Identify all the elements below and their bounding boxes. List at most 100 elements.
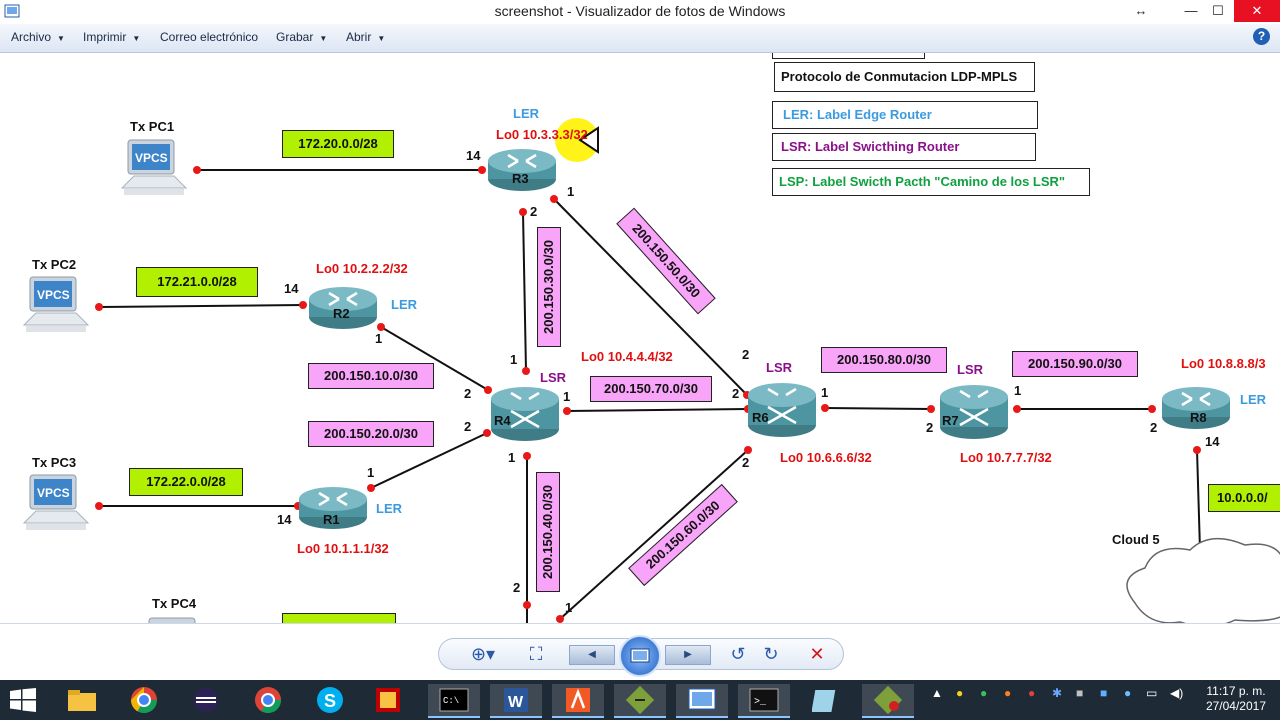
zoom-button[interactable]: ⊕▾ bbox=[470, 644, 496, 664]
router-r1-icon bbox=[299, 487, 367, 529]
r2-loopback: Lo0 10.2.2.2/32 bbox=[316, 261, 408, 276]
slideshow-icon bbox=[630, 648, 650, 663]
pc1-icon: VPCS bbox=[120, 139, 188, 195]
link-label-200-150-10: 200.150.10.0/30 bbox=[308, 363, 434, 389]
pc4-icon: VPCS bbox=[148, 617, 196, 623]
tray-app-icon[interactable]: ● bbox=[956, 686, 964, 700]
switch-r4-icon bbox=[491, 387, 559, 441]
fit-window-button[interactable]: ⛶ bbox=[529, 644, 543, 664]
tray-app-icon[interactable]: ■ bbox=[1100, 686, 1108, 700]
taskbar-acrobat-icon[interactable] bbox=[552, 684, 604, 718]
r7-loopback: Lo0 10.7.7.7/32 bbox=[960, 450, 1052, 465]
r2-role: LER bbox=[391, 297, 417, 312]
tray-app-icon[interactable]: ● bbox=[1028, 686, 1036, 700]
r1-role: LER bbox=[376, 501, 402, 516]
cursor-highlight bbox=[555, 118, 599, 162]
taskbar-cmd-icon[interactable]: C:\ bbox=[428, 684, 480, 718]
r3-role: LER bbox=[513, 106, 539, 121]
switch-r7-icon bbox=[940, 385, 1008, 439]
legend-title: Protocolo de Conmutacion LDP-MPLS bbox=[774, 62, 1035, 92]
taskbar-explorer-icon[interactable] bbox=[56, 684, 108, 716]
restore-size-button[interactable]: ↔ bbox=[1134, 3, 1148, 18]
taskbar-notepad-icon[interactable] bbox=[800, 684, 852, 716]
port-r8-14: 14 bbox=[1205, 434, 1220, 449]
menu-abrir-label: Abrir bbox=[346, 30, 372, 44]
minimize-button[interactable]: — bbox=[1184, 3, 1198, 18]
menu-imprimir[interactable]: Imprimir▼ bbox=[83, 30, 140, 44]
router-r4-name: R4 bbox=[494, 413, 511, 428]
net-pc2: 172.21.0.0/28 bbox=[136, 267, 258, 297]
delete-button[interactable]: ✕ bbox=[809, 644, 825, 664]
taskbar-vm-icon[interactable] bbox=[862, 684, 914, 718]
taskbar: S C:\ W >_ ▲ ● ● ● ● ✱ ■ ■ ● ▭ ◀) 11:17 … bbox=[0, 680, 1280, 720]
port-r4-1-right: 1 bbox=[563, 389, 571, 404]
tray-app-icon[interactable]: ● bbox=[1124, 686, 1132, 700]
tray-expand-icon[interactable]: ▲ bbox=[931, 686, 943, 700]
window-title: screenshot - Visualizador de fotos de Wi… bbox=[494, 3, 786, 19]
router-r2-icon bbox=[309, 287, 377, 329]
pc1-label: Tx PC1 bbox=[130, 119, 175, 134]
chevron-down-icon: ▼ bbox=[57, 34, 65, 43]
close-button[interactable]: ✕ bbox=[1234, 0, 1280, 22]
windows-start-icon[interactable] bbox=[10, 688, 36, 712]
net-pc3: 172.22.0.0/28 bbox=[129, 468, 243, 496]
taskbar-photo-viewer-icon[interactable] bbox=[676, 684, 728, 718]
port-dots bbox=[95, 166, 1201, 623]
taskbar-filezilla-icon[interactable] bbox=[362, 684, 414, 716]
r6-role: LSR bbox=[766, 360, 792, 375]
link-r4-r6 bbox=[566, 408, 749, 412]
menu-abrir[interactable]: Abrir ▼ bbox=[346, 30, 385, 44]
link-r6-down bbox=[559, 449, 749, 620]
port-r2-1: 1 bbox=[375, 331, 383, 346]
svg-text:>_: >_ bbox=[754, 697, 767, 708]
taskbar-eclipse-icon[interactable] bbox=[180, 684, 232, 716]
taskbar-skype-icon[interactable]: S bbox=[304, 684, 356, 716]
r1-loopback: Lo0 10.1.1.1/32 bbox=[297, 541, 389, 556]
maximize-button[interactable]: ☐ bbox=[1212, 3, 1224, 18]
tray-app-icon[interactable]: ● bbox=[1004, 686, 1012, 700]
pc3-icon: VPCS bbox=[22, 474, 90, 530]
rotate-cw-button[interactable]: ↻ bbox=[763, 644, 779, 664]
port-r7-1: 1 bbox=[1014, 383, 1022, 398]
pc3-label: Tx PC3 bbox=[32, 455, 77, 470]
pc3-icon-text: VPCS bbox=[37, 486, 70, 500]
menu-imprimir-label: Imprimir bbox=[83, 30, 127, 44]
port-r4-1-bottom: 1 bbox=[508, 450, 516, 465]
help-icon[interactable]: ? bbox=[1253, 28, 1270, 45]
tray-app-icon[interactable]: ● bbox=[980, 686, 988, 700]
taskbar-chrome-icon[interactable] bbox=[118, 684, 170, 716]
next-button[interactable]: ▶ bbox=[665, 645, 711, 665]
cloud-label: Cloud 5 bbox=[1112, 532, 1160, 547]
taskbar-chrome-2-icon[interactable] bbox=[242, 684, 294, 716]
network-icon[interactable]: ▭ bbox=[1146, 686, 1158, 700]
menu-correo[interactable]: Correo electrónico bbox=[160, 30, 258, 44]
volume-icon[interactable]: ◀) bbox=[1170, 686, 1184, 700]
port-r6-1: 1 bbox=[821, 385, 829, 400]
taskbar-terminal-icon[interactable]: >_ bbox=[738, 684, 790, 718]
system-clock[interactable]: 11:17 p. m. 27/04/2017 bbox=[1206, 684, 1266, 714]
tray-app-icon[interactable]: ■ bbox=[1076, 686, 1084, 700]
taskbar-gns3-icon[interactable] bbox=[614, 684, 666, 718]
pc2-label: Tx PC2 bbox=[32, 257, 77, 272]
port-r4-1-top: 1 bbox=[510, 352, 518, 367]
pc4-icon-text: VPCS bbox=[155, 621, 174, 623]
taskbar-word-icon[interactable]: W bbox=[490, 684, 542, 718]
router-r6-name: R6 bbox=[752, 410, 769, 425]
slideshow-button[interactable] bbox=[619, 635, 661, 677]
menu-bar: Archivo▼ Imprimir▼ Correo electrónico Gr… bbox=[0, 24, 1280, 53]
menu-grabar[interactable]: Grabar▼ bbox=[276, 30, 327, 44]
bluetooth-icon[interactable]: ✱ bbox=[1052, 686, 1063, 700]
viewer-toolbar: ⊕▾ ⛶ ◀ ▶ ↺ ↻ ✕ bbox=[0, 623, 1280, 681]
chevron-down-icon: ▼ bbox=[377, 34, 386, 43]
link-label-200-150-30: 200.150.30.0/30 bbox=[537, 227, 561, 347]
port-r1-14: 14 bbox=[277, 512, 292, 527]
previous-button[interactable]: ◀ bbox=[569, 645, 615, 665]
menu-grabar-label: Grabar bbox=[276, 30, 314, 44]
topology-links bbox=[95, 118, 1280, 623]
link-r1-r4 bbox=[370, 432, 488, 489]
pc2-icon: VPCS bbox=[22, 276, 90, 332]
port-r3-1: 1 bbox=[567, 184, 575, 199]
menu-archivo[interactable]: Archivo▼ bbox=[11, 30, 65, 44]
svg-text:C:\: C:\ bbox=[443, 696, 459, 706]
rotate-ccw-button[interactable]: ↺ bbox=[730, 644, 746, 664]
